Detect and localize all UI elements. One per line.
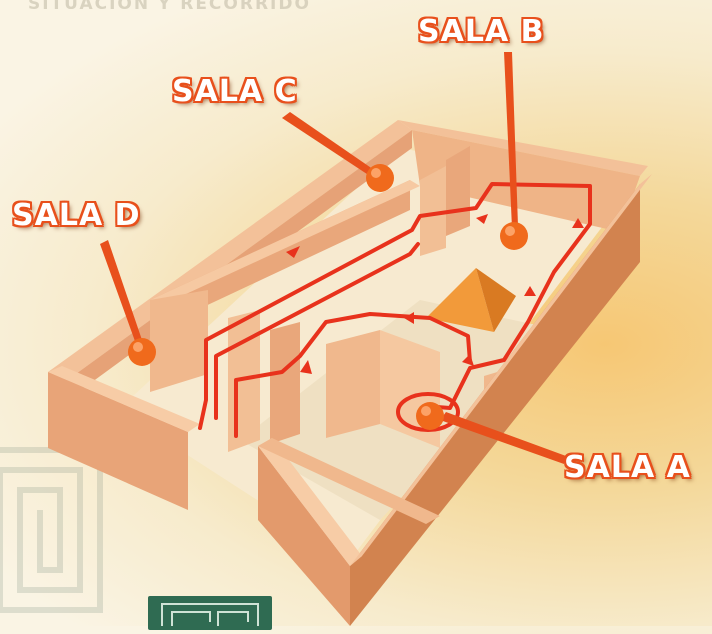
wall-partition-2 (270, 322, 300, 444)
room-dot-icon (500, 222, 528, 250)
wall-room-b (446, 146, 470, 236)
wall-room-a-back (326, 330, 380, 438)
room-dot-icon (416, 402, 444, 430)
maze-logo-icon (148, 596, 272, 630)
room-dot-icon (366, 164, 394, 192)
label-sala-c: SALA C (172, 74, 298, 109)
label-sala-b: SALA B (418, 14, 544, 49)
wall-partition-1 (228, 310, 260, 452)
label-sala-d: SALA D (12, 198, 141, 233)
room-dot-icon (128, 338, 156, 366)
label-sala-a: SALA A (564, 450, 691, 485)
